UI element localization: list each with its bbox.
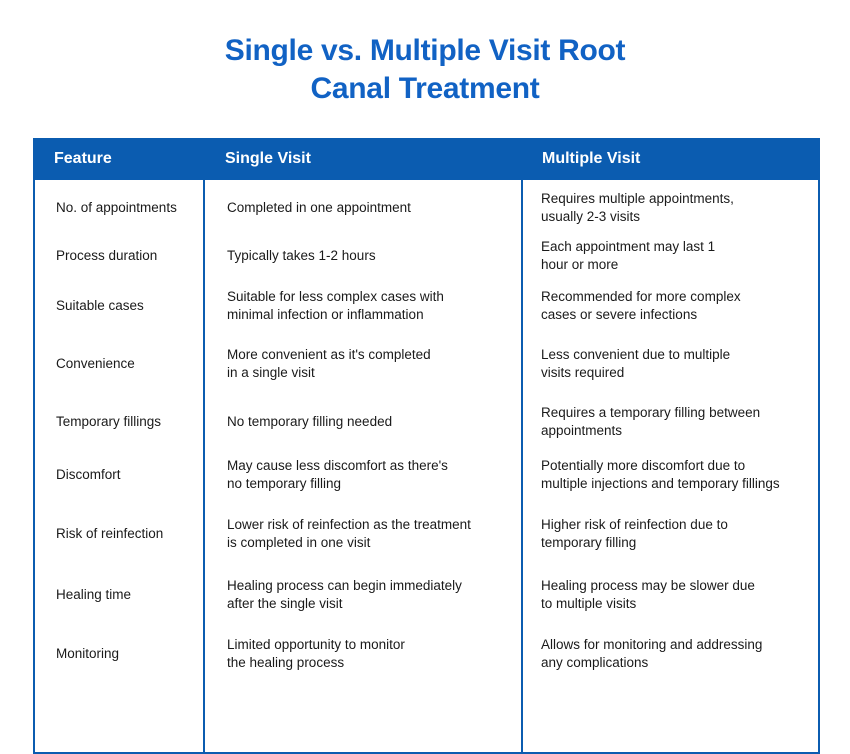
table-row: Risk of reinfection Lower risk of reinfec… [35,502,818,565]
row-single-visit-value: No temporary filling needed [203,413,521,431]
row-multiple-visit-value-line: Allows for monitoring and addressing [541,637,763,652]
table-row: Process duration Typically takes 1-2 hour… [35,232,818,280]
comparison-table: Feature Single Visit Multiple Visit No. … [33,138,820,754]
row-single-visit-value: More convenient as it's completed in a si… [203,346,521,382]
table-body: No. of appointments Completed in one appo… [33,180,820,754]
table-row: Temporary fillings No temporary filling n… [35,396,818,447]
row-feature-label: Risk of reinfection [56,525,164,541]
row-multiple-visit-value: Allows for monitoring and addressing any … [521,636,818,672]
row-multiple-visit-value-line: Requires a temporary filling between [541,404,761,420]
table-rows-host: No. of appointments Completed in one appo… [35,184,818,683]
row-multiple-visit-value: Healing process may be slower due to mult… [521,577,818,613]
row-single-visit-value: Healing process can begin immediately aft… [203,577,521,613]
row-multiple-visit-value-line: Recommended for more complex [541,289,741,304]
row-single-visit-value: Typically takes 1-2 hours [203,247,521,265]
table-header-row: Feature Single Visit Multiple Visit [33,138,820,180]
row-single-visit-value: Lower risk of reinfection as the treatme… [203,516,521,552]
row-feature-label: Monitoring [56,646,120,661]
row-multiple-visit-value-line: usually 2-3 visits [541,209,641,224]
row-multiple-visit-value-line: hour or more [541,257,619,272]
row-multiple-visit-value-line: Less convenient due to multiple [541,347,731,362]
column-header-multiple-visit: Multiple Visit [542,150,641,167]
row-feature-label: Convenience [56,356,135,371]
page-title-line-1: Single vs. Multiple Visit Root [224,34,626,67]
comparison-infographic: Single vs. Multiple Visit Root Canal Tre… [0,32,850,754]
row-multiple-visit-value-line: to multiple visits [541,596,637,611]
row-feature-label: Temporary fillings [56,413,162,429]
row-single-visit-value-line: Lower risk of reinfection as the treatme… [227,516,471,532]
page-title: Single vs. Multiple Visit Root Canal Tre… [0,32,850,108]
table-row: Suitable cases Suitable for less complex … [35,280,818,332]
row-single-visit-value-line: Limited opportunity to monitor [227,637,405,652]
row-single-visit-value-line: May cause less discomfort as there's [227,457,448,473]
row-single-visit-value-line: More convenient as it's completed [227,347,431,362]
row-multiple-visit-value: Requires multiple appointments, usually 2… [521,190,818,226]
table-row: No. of appointments Completed in one appo… [35,184,818,232]
column-divider-1 [203,180,205,752]
row-single-visit-value-line: minimal infection or inflammation [227,307,424,322]
row-single-visit-value-line: No temporary filling needed [227,413,393,429]
row-multiple-visit-value: Requires a temporary filling between appo… [521,404,818,440]
row-feature-label: Discomfort [56,466,121,482]
row-multiple-visit-value: Each appointment may last 1 hour or more [521,238,818,274]
column-header-feature: Feature [54,150,112,167]
row-multiple-visit-value-line: Each appointment may last 1 [541,239,716,254]
row-multiple-visit-value-line: temporary filling [541,534,637,550]
row-single-visit-value-line: in a single visit [227,365,315,380]
row-feature-label: Healing time [56,587,132,602]
row-single-visit-value-line: Completed in one appointment [227,200,411,215]
row-feature-label: Suitable cases [56,298,144,313]
table-row: Discomfort May cause less discomfort as t… [35,447,818,502]
row-single-visit-value: Limited opportunity to monitor the healin… [203,636,521,672]
column-header-single-visit: Single Visit [225,150,311,167]
row-multiple-visit-value-line: visits required [541,365,625,380]
row-single-visit-value: May cause less discomfort as there's no t… [203,457,521,493]
row-feature-label: Process duration [56,248,158,263]
table-row: Monitoring Limited opportunity to monitor… [35,625,818,683]
row-multiple-visit-value-line: any complications [541,655,649,670]
row-single-visit-value-line: the healing process [227,655,345,670]
row-single-visit-value-line: after the single visit [227,596,343,611]
row-single-visit-value-line: Typically takes 1-2 hours [227,248,376,263]
table-row: Convenience More convenient as it's compl… [35,332,818,396]
row-multiple-visit-value-line: Healing process may be slower due [541,578,755,593]
row-feature-label: No. of appointments [56,200,177,215]
row-single-visit-value-line: no temporary filling [227,475,342,491]
row-single-visit-value-line: Healing process can begin immediately [227,578,462,593]
row-multiple-visit-value: Less convenient due to multiple visits re… [521,346,818,382]
row-multiple-visit-value: Potentially more discomfort due to multip… [521,457,818,493]
row-single-visit-value-line: is completed in one visit [227,534,371,550]
column-divider-2 [521,180,523,752]
table-row: Healing time Healing process can begin im… [35,565,818,625]
row-single-visit-value-line: Suitable for less complex cases with [227,289,444,304]
row-multiple-visit-value-line: multiple injections and temporary fillin… [541,475,780,491]
row-multiple-visit-value: Higher risk of reinfection due to tempora… [521,516,818,552]
page-title-line-2: Canal Treatment [310,72,540,105]
row-single-visit-value: Completed in one appointment [203,199,521,217]
row-multiple-visit-value-line: Potentially more discomfort due to [541,457,746,473]
row-multiple-visit-value-line: Higher risk of reinfection due to [541,516,728,532]
row-multiple-visit-value: Recommended for more complex cases or sev… [521,288,818,324]
row-multiple-visit-value-line: cases or severe infections [541,307,698,322]
row-multiple-visit-value-line: Requires multiple appointments, [541,191,734,206]
row-multiple-visit-value-line: appointments [541,422,623,438]
row-single-visit-value: Suitable for less complex cases with mini… [203,288,521,324]
